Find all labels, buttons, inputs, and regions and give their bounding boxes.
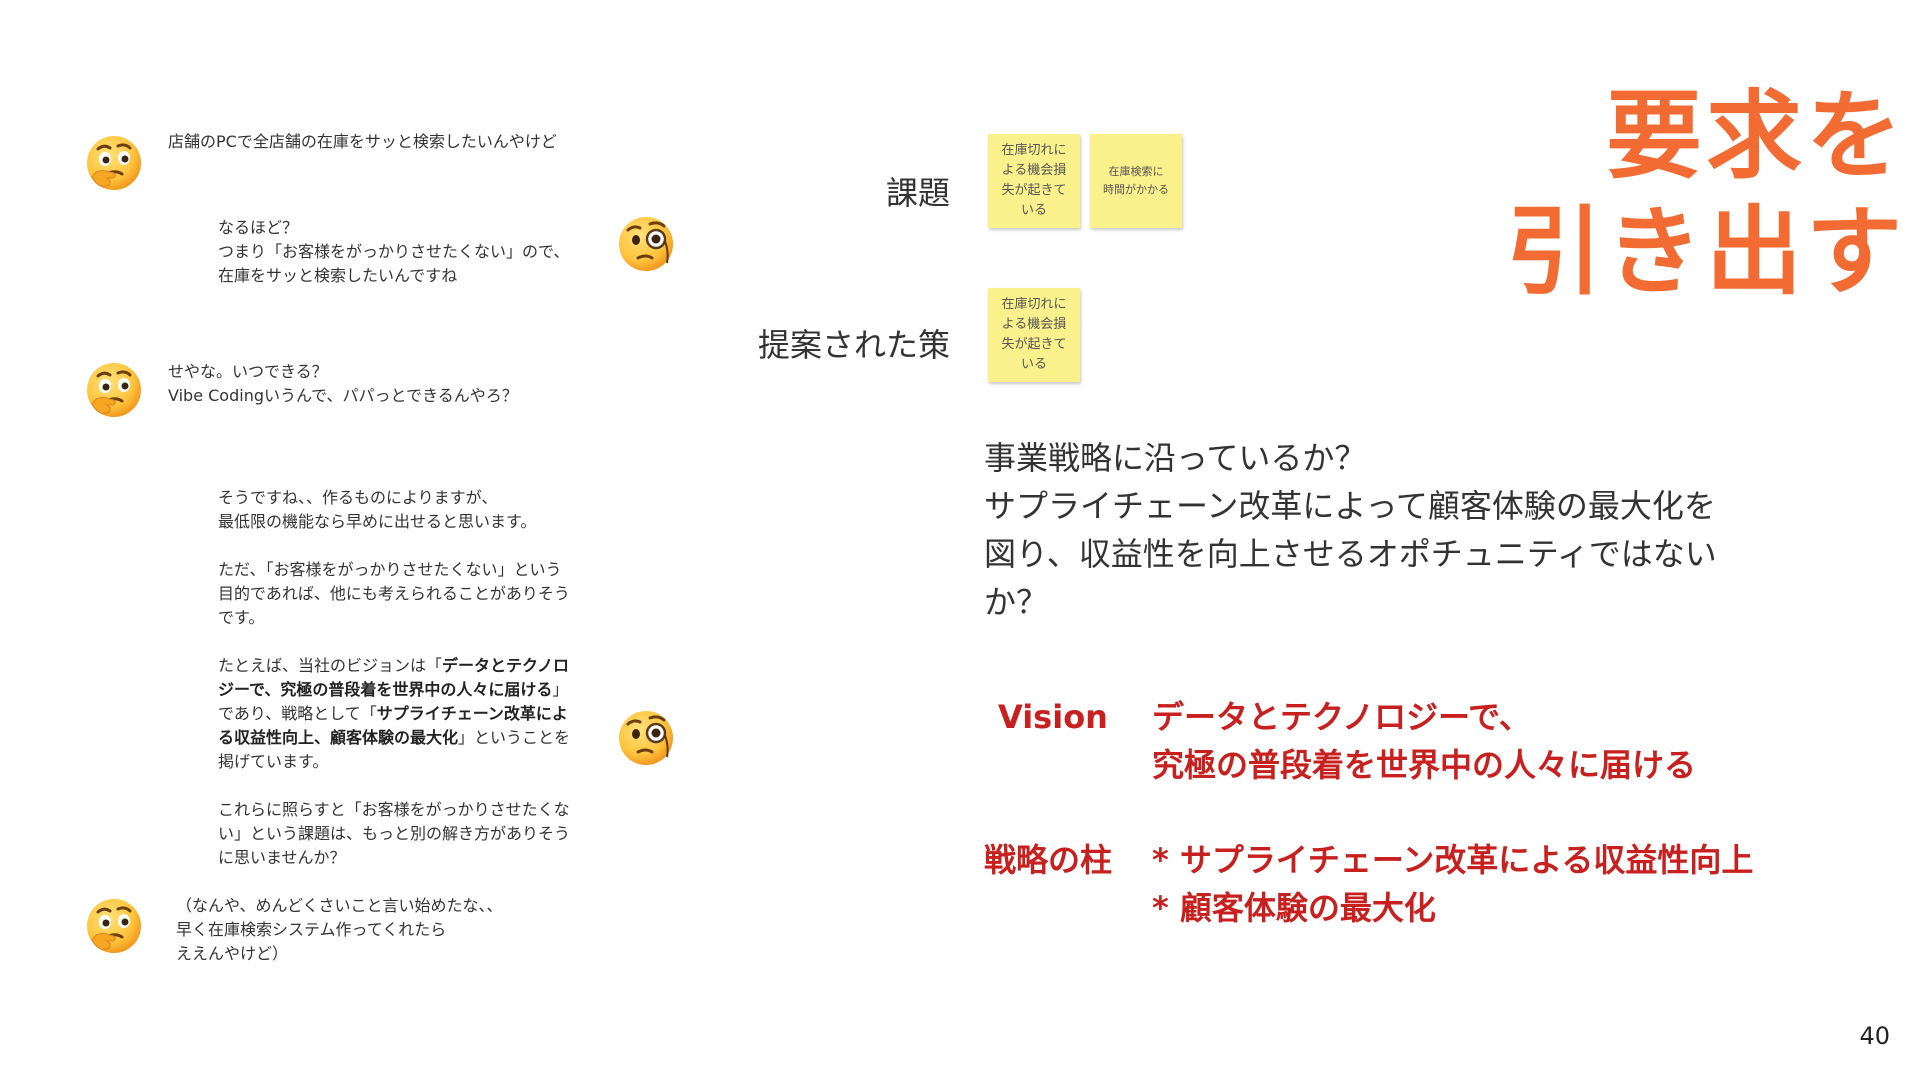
pillar-label: 戦略の柱 <box>984 841 1113 879</box>
thinking-face-icon <box>85 897 143 955</box>
strategy-quote: サプライチェーン改革によ る収益性向上、顧客体験の最大化 <box>218 704 568 747</box>
strategy-question: 事業戦略に沿っているか？ サプライチェーン改革によって顧客体験の最大化を 図り、… <box>984 434 1717 626</box>
chat-message-assistant-long: そうですね、、作るものによりますが、 最低限の機能なら早めに出せると思います。 … <box>218 486 618 870</box>
page-number: 40 <box>1859 1022 1890 1050</box>
proposal-label: 提案された策 <box>757 326 950 364</box>
sticky-note: 在庫検索に 時間がかかる <box>1090 134 1182 228</box>
vision-quote: データとテクノロ ジーで、究極の普段着を世界中の人々に届ける <box>218 656 570 699</box>
pillar-list: * サプライチェーン改革による収益性向上 * 顧客体験の最大化 <box>1152 836 1753 932</box>
question-text: 事業戦略に沿っているか？ サプライチェーン改革によって顧客体験の最大化を 図り、… <box>984 439 1717 621</box>
chat-text: （なんや、めんどくさいこと言い始めたな、、 早く在庫検索システム作ってくれたら … <box>176 896 503 963</box>
chat-message-customer: 店舗のPCで全店舗の在庫をサッと検索したいんやけど <box>168 130 557 154</box>
thinking-face-icon <box>85 361 143 419</box>
vision-label: Vision <box>998 698 1108 736</box>
vision-text: データとテクノロジーで、 究極の普段着を世界中の人々に届ける <box>1152 698 1697 784</box>
face-with-monocle-icon <box>617 215 675 273</box>
chat-text: なるほど？ つまり「お客様をがっかりさせたくない」ので、 在庫をサッと検索したい… <box>218 218 570 285</box>
chat-paragraph: ただ、「お客様をがっかりさせたくない」という 目的であれば、他にも考えられること… <box>218 560 570 627</box>
sticky-note: 在庫切れに よる機会損 失が起きて いる <box>988 134 1080 228</box>
chat-message-assistant: なるほど？ つまり「お客様をがっかりさせたくない」ので、 在庫をサッと検索したい… <box>218 216 569 288</box>
chat-paragraph: そうですね、、作るものによりますが、 最低限の機能なら早めに出せると思います。 <box>218 488 537 531</box>
chat-text: たとえば、当社のビジョンは「 <box>218 656 443 675</box>
face-with-monocle-icon <box>617 709 675 767</box>
pillar-item: * サプライチェーン改革による収益性向上 <box>1152 841 1754 879</box>
sticky-note: 在庫切れに よる機会損 失が起きて いる <box>988 288 1080 382</box>
chat-paragraph-vision: たとえば、当社のビジョンは「データとテクノロ ジーで、究極の普段着を世界中の人々… <box>218 654 618 774</box>
chat-text: せやな。いつできる？ Vibe Codingいうんで、パパっとできるんやろ？ <box>168 362 518 405</box>
headline-line: 引き出す <box>1506 196 1906 308</box>
chat-text: 」 であり、戦略として「 <box>218 680 569 723</box>
chat-message-customer-thought: （なんや、めんどくさいこと言い始めたな、、 早く在庫検索システム作ってくれたら … <box>176 894 503 966</box>
headline-line: 要求を <box>1606 80 1906 192</box>
thinking-face-icon <box>85 134 143 192</box>
chat-text: 」ということを 掲げています。 <box>218 728 571 771</box>
pillar-item: * 顧客体験の最大化 <box>1152 889 1436 927</box>
chat-paragraph: これらに照らすと「お客様をがっかりさせたくな い」という課題は、もっと別の解き方… <box>218 800 571 867</box>
issue-label: 課題 <box>885 174 950 212</box>
chat-text: 店舗のPCで全店舗の在庫をサッと検索したいんやけど <box>168 132 557 151</box>
headline: 要求を 引き出す <box>1506 78 1906 310</box>
chat-message-customer: せやな。いつできる？ Vibe Codingいうんで、パパっとできるんやろ？ <box>168 360 518 408</box>
